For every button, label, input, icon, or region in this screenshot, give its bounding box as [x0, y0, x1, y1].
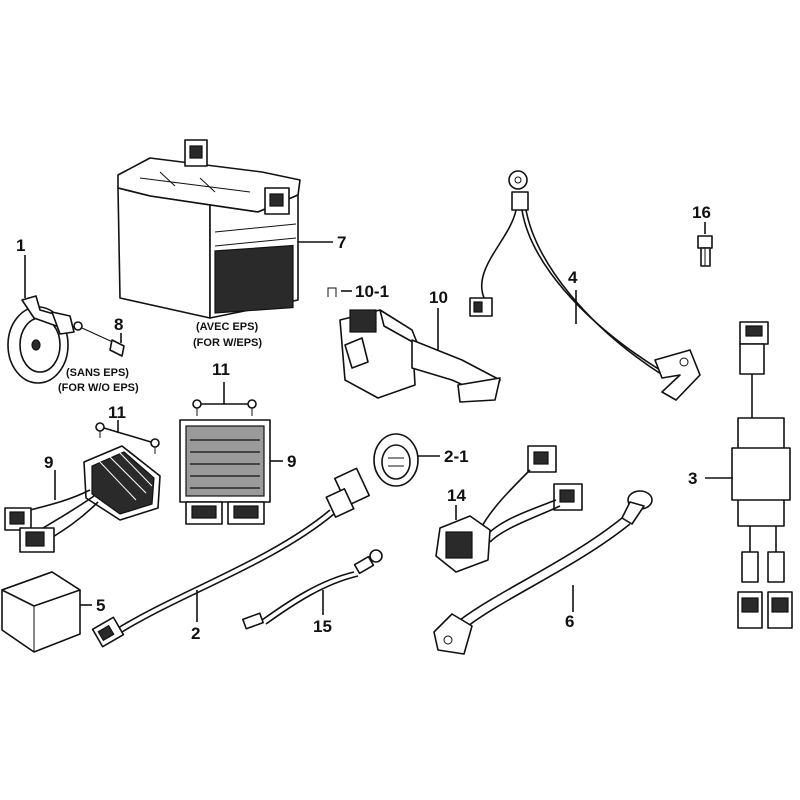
callout-battery-cable: 6	[565, 612, 574, 631]
horn	[7, 295, 75, 384]
wire-15	[242, 549, 383, 630]
callout-ground-cable: 4	[568, 268, 578, 287]
callout-fuse-cap: 2-1	[444, 447, 469, 466]
battery-cable	[433, 490, 653, 655]
fuse-cap	[373, 433, 419, 487]
callout-fuse: 16	[692, 203, 711, 222]
module	[1, 571, 81, 653]
harness	[91, 467, 371, 648]
callout-module: 5	[96, 596, 105, 615]
callout-harness: 2	[191, 624, 200, 643]
note-for-w-eps: (FOR W/EPS)	[193, 337, 262, 349]
callout-battery: 7	[337, 233, 346, 252]
starter-relay	[339, 309, 501, 403]
note-sans-eps: (SANS EPS)	[66, 367, 129, 379]
ground-cable	[469, 170, 701, 401]
battery	[117, 139, 301, 319]
fuse	[697, 235, 713, 267]
callout-relay-harness: 3	[688, 469, 697, 488]
callout-horn: 1	[16, 236, 25, 255]
callout-connector-harness: 14	[447, 486, 466, 505]
regulator-left	[4, 445, 161, 553]
note-avec-eps: (AVEC EPS)	[196, 321, 258, 333]
callout-wire-15: 15	[313, 617, 332, 636]
callout-bolts-left: 11	[108, 403, 126, 422]
callout-starter-relay: 10	[429, 288, 448, 307]
relay-harness	[731, 321, 793, 629]
relay-clip	[327, 287, 337, 297]
regulator-right	[179, 419, 271, 525]
screw	[73, 321, 125, 357]
connector-harness	[435, 445, 583, 573]
callout-screw: 8	[114, 315, 123, 334]
note-for-wo-eps: (FOR W/O EPS)	[58, 382, 139, 394]
bolts-left	[95, 422, 160, 454]
callout-regulator-right: 9	[287, 452, 296, 471]
callout-regulator-left: 9	[44, 453, 53, 472]
callout-relay-clip: 10-1	[355, 282, 389, 301]
callout-bolts-right: 11	[212, 360, 230, 379]
